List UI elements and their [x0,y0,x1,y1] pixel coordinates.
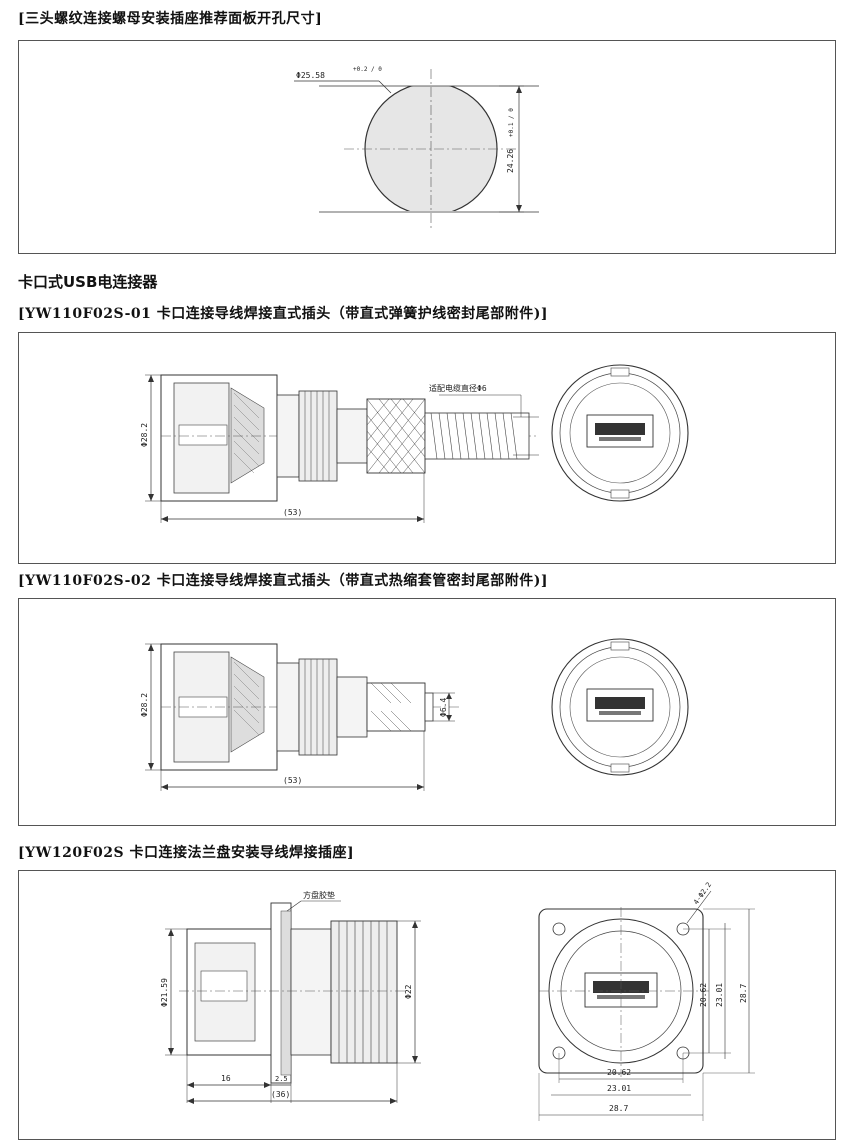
front-vertical-dim-3: 28.7 [739,984,748,1003]
front-horizontal-dim-3: 28.7 [609,1104,628,1113]
cutout-diameter-label: Φ25.58 [296,71,325,80]
receptacle-left-diameter-label: Φ21.59 [160,978,169,1007]
plug-01-length-label: (53) [283,508,302,517]
receptacle-dim-36: (36) [271,1090,290,1099]
section-title-plug-02: [YW110F02S-02 卡口连接导线焊接直式插头（带直式热缩套管密封尾部附件… [18,573,549,589]
plug-01-diagram: 适配电缆直径Φ6 Φ28.2 (53) [140,364,689,523]
plug-02-length-label: (53) [283,776,302,785]
panel-plug-01: 适配电缆直径Φ6 Φ28.2 (53) [18,332,836,564]
panel-plug-02: Φ6.4 Φ28.2 (53) [18,598,836,826]
receptacle-dim-2-5: 2.5 [275,1075,288,1083]
plug-02-small-diameter-label: Φ6.4 [439,698,448,717]
section-title-panel-cutout: [三头螺纹连接螺母安装插座推荐面板开孔尺寸] [18,11,323,27]
cable-diameter-label: 适配电缆直径Φ6 [429,383,487,393]
plug-02-diagram: Φ6.4 Φ28.2 (53) [140,638,689,791]
plug-02-diameter-label: Φ28.2 [140,693,149,717]
usb-connector-heading: 卡口式USB电连接器 [18,273,158,291]
front-horizontal-dim-2: 23.01 [607,1084,631,1093]
panel-cutout-drawing: Φ25.58 +0.2 / 0 24.26 +0.1 / 0 [18,40,836,254]
cutout-flat-label: 24.26 [506,149,515,173]
receptacle-dim-16: 16 [221,1074,231,1083]
front-vertical-dim-2: 23.01 [715,983,724,1007]
panel-receptacle: 方盘胶垫 Φ21.59 Φ22 16 2.5 (36) [18,870,836,1140]
front-vertical-dim-1: 20.62 [699,983,708,1007]
front-horizontal-dim-1: 20.62 [607,1068,631,1077]
cutout-diameter-tolerance: +0.2 / 0 [353,66,382,73]
cutout-diagram: Φ25.58 +0.2 / 0 24.26 +0.1 / 0 [294,66,539,231]
receptacle-right-diameter-label: Φ22 [404,984,413,999]
plug-01-diameter-label: Φ28.2 [140,423,149,447]
section-title-receptacle: [YW120F02S 卡口连接法兰盘安装导线焊接插座] [18,845,355,861]
receptacle-diagram: 方盘胶垫 Φ21.59 Φ22 16 2.5 (36) [160,881,755,1121]
section-title-plug-01: [YW110F02S-01 卡口连接导线焊接直式插头（带直式弹簧护线密封尾部附件… [18,306,549,322]
gasket-label: 方盘胶垫 [303,890,335,900]
cutout-flat-tolerance: +0.1 / 0 [508,108,515,137]
